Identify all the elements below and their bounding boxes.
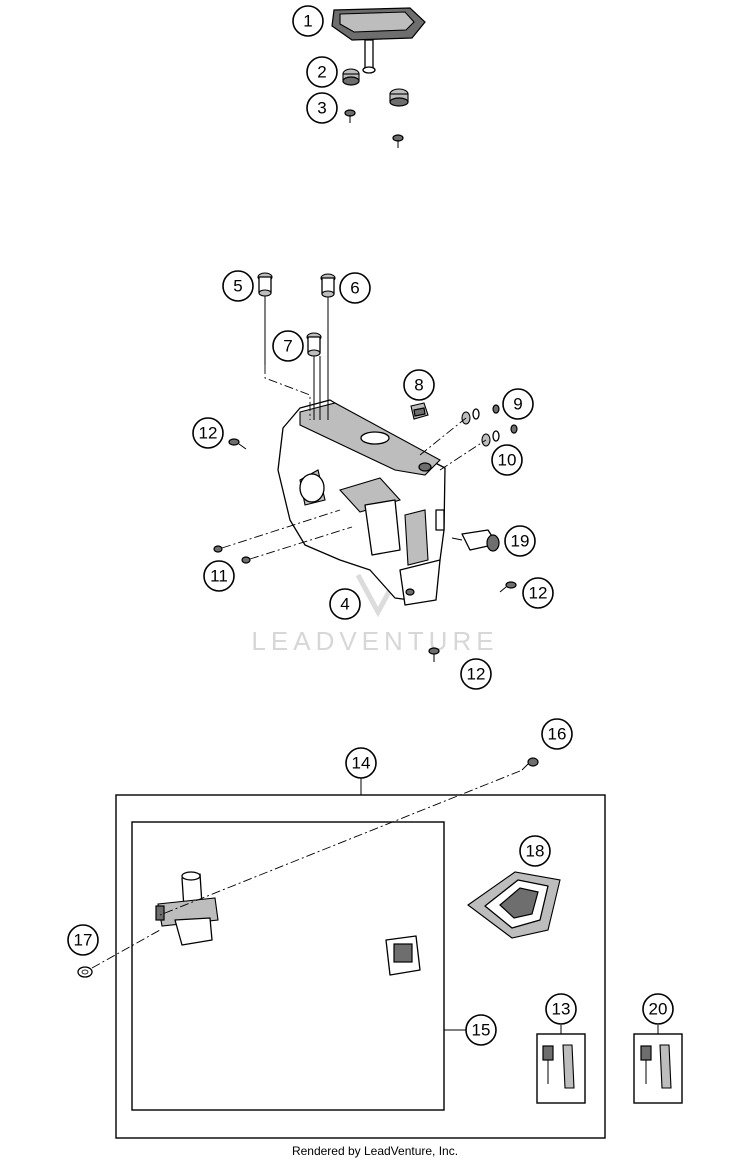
- key-set-part: [536, 1025, 683, 1104]
- callout-5: 5: [222, 270, 254, 302]
- leader-line: [264, 365, 311, 420]
- svg-text:9: 9: [513, 395, 522, 414]
- callout-17: 17: [67, 924, 99, 956]
- leader-line: [159, 770, 521, 916]
- ignition-switch-part: [155, 871, 421, 1067]
- callout-16: 16: [541, 718, 573, 750]
- svg-text:18: 18: [526, 842, 545, 861]
- callout-3: 3: [306, 92, 338, 124]
- svg-text:12: 12: [467, 665, 486, 684]
- svg-text:1: 1: [303, 12, 312, 31]
- leader-line: [91, 929, 161, 969]
- watermark: LEADVENTURE: [251, 573, 498, 656]
- screw-part: [521, 757, 539, 771]
- svg-text:7: 7: [283, 337, 292, 356]
- callout-2: 2: [306, 56, 338, 88]
- screw-part: [213, 438, 517, 662]
- svg-text:12: 12: [199, 424, 218, 443]
- footer-credit: Rendered by LeadVenture, Inc.: [292, 1144, 458, 1158]
- callout-6: 6: [339, 272, 371, 304]
- callout-7: 7: [272, 330, 304, 362]
- svg-text:10: 10: [498, 451, 517, 470]
- callout-1: 1: [292, 5, 324, 37]
- callout-12a: 12: [192, 417, 224, 449]
- svg-text:17: 17: [74, 931, 93, 950]
- svg-text:14: 14: [352, 754, 371, 773]
- screw-part: [344, 109, 404, 148]
- subkit-frame: [131, 821, 445, 1111]
- key-set-frame: [633, 1033, 683, 1104]
- svg-text:16: 16: [548, 725, 567, 744]
- callout-18: 18: [519, 835, 551, 867]
- svg-text:19: 19: [511, 532, 530, 551]
- svg-text:15: 15: [472, 1021, 491, 1040]
- callout-13: 13: [545, 993, 577, 1025]
- key-fob-part: [467, 871, 561, 939]
- leader-line: [419, 417, 467, 456]
- svg-text:3: 3: [317, 99, 326, 118]
- svg-text:11: 11: [210, 567, 228, 586]
- callout-10: 10: [491, 444, 523, 476]
- svg-text:5: 5: [233, 277, 242, 296]
- callout-11: 11: [203, 560, 235, 592]
- callout-15: 15: [465, 1014, 497, 1046]
- svg-text:6: 6: [350, 279, 359, 298]
- callout-12b: 12: [522, 577, 554, 609]
- callout-9: 9: [502, 388, 534, 420]
- rubber-buffer-part: [342, 68, 409, 107]
- leader-line: [221, 509, 341, 549]
- o-ring-part: [77, 966, 93, 978]
- callout-4: 4: [329, 588, 361, 620]
- callout-20: 20: [642, 993, 674, 1025]
- key-set-frame: [536, 1033, 586, 1104]
- clip-nut-part: [410, 402, 429, 420]
- dashboard-cover-part: [331, 7, 426, 74]
- callout-19: 19: [504, 525, 536, 557]
- svg-text:20: 20: [649, 1000, 668, 1019]
- callout-12c: 12: [460, 658, 492, 690]
- bolt-part: [257, 272, 336, 420]
- dashboard-bracket-part: [277, 399, 446, 606]
- callout-14: 14: [345, 747, 377, 779]
- watermark-text: LEADVENTURE: [251, 626, 498, 656]
- svg-text:2: 2: [317, 63, 326, 82]
- svg-text:8: 8: [414, 376, 423, 395]
- leader-line: [439, 439, 487, 471]
- callout-8: 8: [403, 369, 435, 401]
- svg-text:13: 13: [552, 1000, 571, 1019]
- svg-text:4: 4: [340, 595, 349, 614]
- socket-part: [451, 529, 500, 552]
- svg-text:12: 12: [529, 584, 548, 603]
- leader-line: [249, 526, 353, 560]
